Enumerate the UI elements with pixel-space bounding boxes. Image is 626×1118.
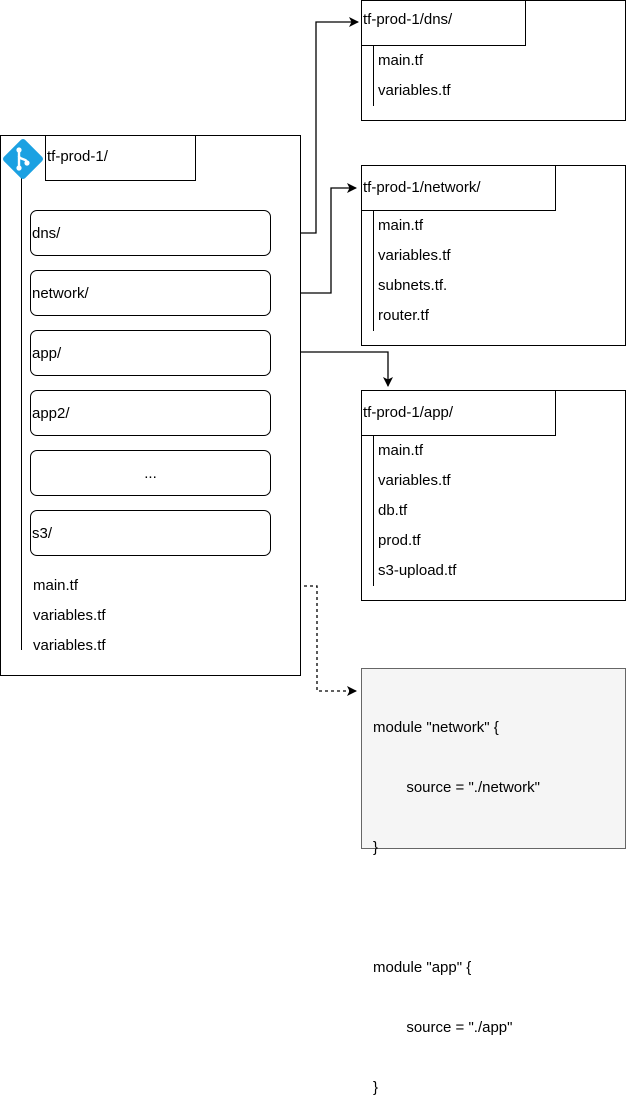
root-tree-line — [21, 170, 22, 650]
network-file-subnets-tf[interactable]: subnets.tf. — [378, 277, 448, 294]
app-file-main-tf[interactable]: main.tf — [378, 442, 424, 459]
dir-dns[interactable]: dns/ — [30, 210, 271, 256]
network-folder-title: tf-prod-1/network/ — [361, 165, 556, 211]
connector-network — [271, 183, 357, 294]
code-line: source = "./app" — [373, 1019, 513, 1036]
code-line — [373, 898, 625, 918]
dns-file-variables-tf[interactable]: variables.tf — [378, 82, 451, 99]
root-repo-title-text: tf-prod-1/ — [47, 148, 108, 165]
dir-label: app/ — [32, 344, 62, 362]
code-line: module "app" { — [373, 959, 472, 976]
dir-label: s3/ — [32, 524, 53, 542]
app-file-prod-tf[interactable]: prod.tf — [378, 532, 421, 549]
dns-file-main-tf[interactable]: main.tf — [378, 52, 424, 69]
dir-app2[interactable]: app2/ — [30, 390, 271, 436]
network-file-variables-tf[interactable]: variables.tf — [378, 247, 451, 264]
dir-label: network/ — [32, 284, 89, 302]
root-repo-title: tf-prod-1/ — [45, 135, 196, 181]
dir-s3[interactable]: s3/ — [30, 510, 271, 556]
code-line: } — [373, 839, 379, 856]
dir-app[interactable]: app/ — [30, 330, 271, 376]
git-icon — [1, 137, 45, 181]
app-file-db-tf[interactable]: db.tf — [378, 502, 408, 519]
connector-app — [271, 351, 393, 387]
dns-folder-title-text: tf-prod-1/dns/ — [363, 11, 453, 28]
network-tree-line — [373, 211, 374, 331]
app-folder-title: tf-prod-1/app/ — [361, 390, 556, 436]
file-variables-tf[interactable]: variables.tf — [33, 607, 106, 624]
dir-label: app2/ — [32, 404, 70, 422]
dns-tree-line — [373, 46, 374, 106]
network-file-router-tf[interactable]: router.tf — [378, 307, 429, 324]
dir-label: ... — [144, 464, 157, 482]
dns-folder-title: tf-prod-1/dns/ — [361, 0, 526, 46]
code-line: module "network" { — [373, 719, 499, 736]
network-file-main-tf[interactable]: main.tf — [378, 217, 424, 234]
code-line: } — [373, 1079, 379, 1096]
dir-label: dns/ — [32, 224, 61, 242]
file-variables-tf-2[interactable]: variables.tf — [33, 637, 106, 654]
dir-ellipsis[interactable]: ... — [30, 450, 271, 496]
app-file-s3-upload-tf[interactable]: s3-upload.tf — [378, 562, 457, 579]
file-main-tf[interactable]: main.tf — [33, 577, 79, 594]
network-folder-title-text: tf-prod-1/network/ — [363, 179, 481, 196]
app-tree-line — [373, 436, 374, 586]
main-tf-code-block: module "network" { source = "./network" … — [361, 668, 626, 1096]
dir-network[interactable]: network/ — [30, 270, 271, 316]
code-line: source = "./network" — [373, 779, 540, 796]
app-file-variables-tf[interactable]: variables.tf — [378, 472, 451, 489]
app-folder-title-text: tf-prod-1/app/ — [363, 404, 454, 421]
